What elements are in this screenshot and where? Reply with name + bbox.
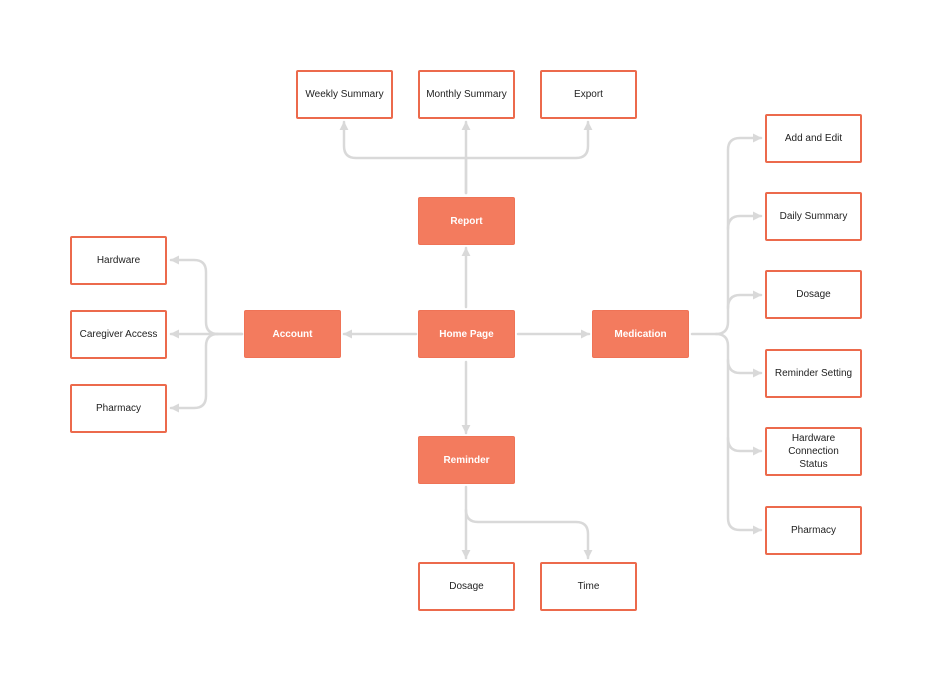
node-add-and-edit: Add and Edit	[765, 114, 862, 163]
connector-med-daily	[726, 211, 763, 231]
connector-med-trunk	[690, 133, 763, 336]
node-reminder-time-label: Time	[577, 581, 600, 592]
node-reminder-setting: Reminder Setting	[765, 349, 862, 398]
connector-account-hardware	[169, 255, 244, 336]
connector-report-weekly	[339, 120, 468, 195]
node-hardware: Hardware	[70, 236, 167, 285]
node-caregiver-access-label: Caregiver Access	[79, 329, 158, 340]
node-reminder: Reminder	[418, 436, 515, 484]
node-monthly-summary: Monthly Summary	[418, 70, 515, 119]
node-reminder-label: Reminder	[443, 454, 490, 466]
node-medication-dosage-label: Dosage	[796, 289, 831, 300]
node-report: Report	[418, 197, 515, 245]
node-caregiver-access: Caregiver Access	[70, 310, 167, 359]
connector-med-reminder-setting	[726, 358, 763, 378]
node-monthly-summary-label: Monthly Summary	[426, 89, 507, 100]
node-weekly-summary-label: Weekly Summary	[305, 89, 384, 100]
node-account-label: Account	[272, 328, 313, 340]
connector-med-trunk-lower	[714, 332, 763, 535]
node-daily-summary-label: Daily Summary	[779, 211, 848, 222]
node-account-pharmacy-label: Pharmacy	[95, 403, 141, 414]
node-reminder-time: Time	[540, 562, 637, 611]
node-export-label: Export	[574, 89, 603, 100]
node-reminder-dosage-label: Dosage	[449, 581, 484, 592]
node-weekly-summary: Weekly Summary	[296, 70, 393, 119]
node-add-and-edit-label: Add and Edit	[784, 133, 843, 144]
node-medication-label: Medication	[614, 328, 667, 340]
node-account: Account	[244, 310, 341, 358]
node-reminder-dosage: Dosage	[418, 562, 515, 611]
connector-med-hw-connection	[726, 436, 763, 456]
node-daily-summary: Daily Summary	[765, 192, 862, 241]
node-medication-dosage: Dosage	[765, 270, 862, 319]
connector-med-dosage	[726, 290, 763, 310]
node-medication-pharmacy: Pharmacy	[765, 506, 862, 555]
connector-report-export	[464, 120, 593, 160]
node-account-pharmacy: Pharmacy	[70, 384, 167, 433]
node-hardware-connection-status-label: Hardware Connection Status	[788, 433, 839, 470]
node-hardware-label: Hardware	[96, 255, 141, 266]
node-reminder-setting-label: Reminder Setting	[774, 368, 853, 379]
connector-reminder-time	[464, 508, 593, 560]
node-export: Export	[540, 70, 637, 119]
node-home-page-label: Home Page	[439, 328, 494, 340]
node-home-page: Home Page	[418, 310, 515, 358]
node-hardware-connection-status: Hardware Connection Status	[765, 427, 862, 476]
node-report-label: Report	[450, 215, 483, 227]
node-medication: Medication	[592, 310, 689, 358]
node-medication-pharmacy-label: Pharmacy	[790, 525, 836, 536]
connector-account-pharmacy	[169, 332, 220, 413]
